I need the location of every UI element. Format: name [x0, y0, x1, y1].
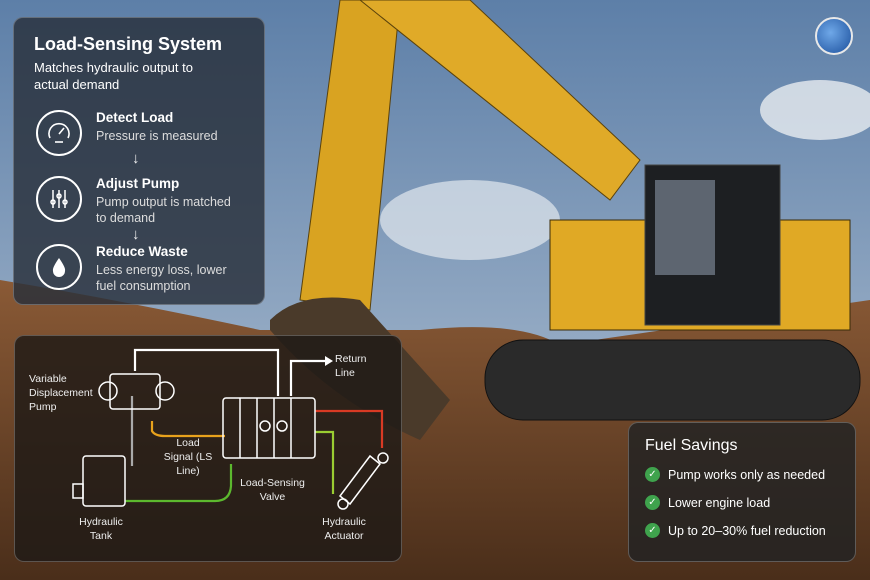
fuel-savings-panel: Fuel Savings ✓Pump works only as needed …: [628, 422, 856, 562]
load-signal-line: [150, 421, 225, 438]
arrow-down-icon: ↓: [132, 150, 140, 167]
fuel-item-text: Pump works only as needed: [668, 467, 826, 482]
step-desc: Pump output is matched to demand: [96, 195, 231, 225]
load-signal-label: Load Signal (LS Line): [163, 437, 213, 477]
fuel-savings-title: Fuel Savings: [645, 437, 738, 454]
check-icon: ✓: [645, 523, 660, 538]
step-desc: Less energy loss, lower fuel consumption: [96, 263, 227, 293]
panel-title: Load-Sensing System: [34, 34, 223, 54]
pump-icon: [98, 373, 175, 410]
fuel-item-text: Up to 20–30% fuel reduction: [668, 523, 826, 538]
hydraulic-diagram-panel: Variable Displacement Pump Hydraulic Tan…: [14, 335, 402, 562]
valve-icon: [222, 397, 316, 459]
tank-icon: [72, 455, 126, 507]
pressure-line: [315, 409, 384, 448]
sliders-icon: [36, 176, 82, 222]
fuel-item: ✓ Pump works only as needed: [645, 467, 839, 482]
step-title: Reduce Waste: [96, 244, 188, 259]
arrow-down-icon: ↓: [132, 226, 140, 243]
actuator-icon: [337, 452, 389, 510]
load-sensing-info-panel: Load-Sensing System Matches hydraulic ou…: [13, 17, 265, 305]
hydraulic-circuit: [72, 348, 389, 510]
fuel-item: ✓ Up to 20–30% fuel reduction: [645, 523, 839, 538]
gauge-icon: [36, 110, 82, 156]
fuel-item: ✓ Lower engine load: [645, 495, 839, 510]
valve-label: Load-Sensing Valve: [240, 477, 305, 503]
return-line: [133, 348, 280, 396]
return-line-label: Return Line: [335, 353, 367, 379]
tank-label: Hydraulic Tank: [79, 516, 123, 542]
fuel-item-text: Lower engine load: [668, 495, 771, 510]
supply-line: [125, 464, 233, 503]
pump-label: Variable Displacement Pump: [29, 373, 93, 413]
panel-subtitle: Matches hydraulic output to actual deman…: [34, 60, 193, 92]
droplet-icon: [36, 244, 82, 290]
step-title: Adjust Pump: [96, 176, 180, 191]
globe-logo: [815, 17, 853, 55]
step-desc: Pressure is measured: [96, 129, 218, 143]
step-title: Detect Load: [96, 110, 174, 125]
return-line: [289, 359, 325, 396]
excavator: [270, 0, 861, 440]
actuator-line: [315, 430, 335, 494]
actuator-label: Hydraulic Actuator: [322, 516, 366, 542]
check-icon: ✓: [645, 495, 660, 510]
check-icon: ✓: [645, 467, 660, 482]
